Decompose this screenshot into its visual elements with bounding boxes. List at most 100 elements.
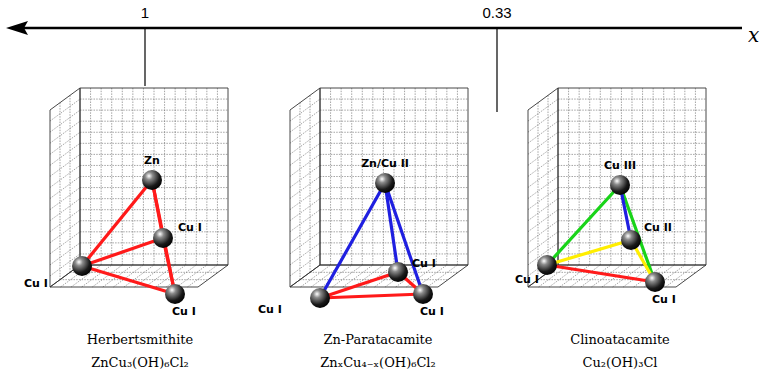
bonds	[82, 180, 655, 298]
grid-line	[320, 231, 468, 232]
tick-label: 0.33	[482, 5, 511, 22]
bond-line	[385, 183, 398, 272]
bond-line	[547, 240, 631, 265]
grid-line	[80, 132, 228, 133]
grid-line	[558, 154, 706, 155]
grid-edge	[80, 88, 228, 265]
grid-plane	[290, 88, 320, 287]
atom-label: Zn/Cu II	[361, 158, 409, 170]
grid-line	[80, 110, 228, 111]
grid-line	[558, 143, 706, 144]
grid-line	[320, 143, 468, 144]
atom-label: Cu I	[172, 306, 196, 318]
grid-line	[558, 99, 706, 100]
grid-plane	[50, 88, 80, 287]
grid-line	[290, 154, 320, 176]
grid-line	[50, 199, 80, 221]
atom-sphere	[537, 255, 557, 275]
grid-line	[320, 176, 468, 177]
grid-line	[558, 209, 706, 210]
grid-line	[50, 232, 80, 254]
grid-line	[528, 210, 558, 232]
bond-line	[320, 294, 423, 298]
grid-line	[290, 232, 320, 254]
atom-sphere	[645, 272, 665, 292]
axis-label: x	[748, 24, 759, 46]
grid-line	[290, 143, 320, 165]
grid-line	[50, 121, 80, 143]
grid-line	[80, 231, 228, 232]
grid-line	[558, 132, 706, 133]
grid-line	[290, 254, 320, 276]
grid-line	[290, 221, 320, 243]
mineral-name: Herbertsmithite	[87, 333, 194, 347]
bond-line	[385, 183, 423, 294]
bond-line	[320, 272, 398, 298]
atom-label: Cu I	[515, 274, 539, 286]
grid-line	[320, 110, 468, 111]
grid-line	[320, 132, 468, 133]
atom-sphere	[165, 284, 185, 304]
grid-line	[80, 253, 228, 254]
grid-line	[558, 176, 706, 177]
grid-edge	[558, 88, 706, 265]
grid-line	[341, 88, 342, 265]
grid-line	[80, 220, 228, 221]
grid-line	[50, 165, 80, 187]
tick-label: 1	[141, 5, 149, 22]
grid-plane	[80, 88, 228, 265]
atom-sphere	[310, 288, 330, 308]
grid-line	[320, 220, 468, 221]
atom-label: Cu I	[652, 294, 676, 306]
grid-line	[320, 99, 468, 100]
grid-line	[50, 132, 80, 154]
x-axis	[6, 21, 742, 112]
bond-line	[547, 265, 655, 282]
grid-line	[290, 121, 320, 143]
grid-line	[290, 199, 320, 221]
grid-line	[290, 99, 320, 121]
mineral-name: Clinoatacamite	[570, 333, 670, 347]
atom-sphere	[153, 228, 173, 248]
bond-line	[82, 238, 163, 266]
atoms	[72, 170, 665, 308]
atom-label: Cu I	[412, 258, 436, 270]
grid-line	[290, 188, 320, 210]
grid-edge	[290, 265, 468, 287]
grid-line	[50, 99, 80, 121]
atom-sphere	[375, 173, 395, 193]
grid-line	[50, 210, 80, 232]
atom-sphere	[388, 262, 408, 282]
chemical-formula: Cu₂(OH)₃Cl	[583, 356, 658, 370]
grid-line	[528, 165, 558, 187]
atom-label: Cu I	[258, 304, 282, 316]
atom-sphere	[142, 170, 162, 190]
grid-line	[558, 187, 706, 188]
grid-line	[579, 88, 580, 265]
grid-line	[558, 121, 706, 122]
grid-line	[558, 110, 706, 111]
grid-plane	[558, 88, 706, 265]
grid-line	[101, 88, 102, 265]
atom-label: Cu III	[604, 160, 636, 172]
grid-line	[528, 121, 558, 143]
grid-line	[528, 177, 558, 199]
grid-line	[80, 209, 228, 210]
grid-line	[528, 188, 558, 210]
grid-line	[320, 198, 468, 199]
grid-line	[589, 88, 590, 265]
grid-line	[50, 177, 80, 199]
atom-label: Cu I	[24, 278, 48, 290]
grid-line	[290, 165, 320, 187]
grid-line	[528, 132, 558, 154]
mineral-name: Zn-Paratacamite	[323, 333, 432, 347]
grid-line	[528, 199, 558, 221]
grid-line	[290, 132, 320, 154]
grid-line	[50, 143, 80, 165]
atom-sphere	[72, 256, 92, 276]
grid-line	[528, 154, 558, 176]
chemical-formula: ZnCu₃(OH)₆Cl₂	[91, 356, 189, 370]
chemical-formula: ZnₓCu₄₋ₓ(OH)₆Cl₂	[320, 356, 435, 370]
atom-sphere	[621, 230, 641, 250]
